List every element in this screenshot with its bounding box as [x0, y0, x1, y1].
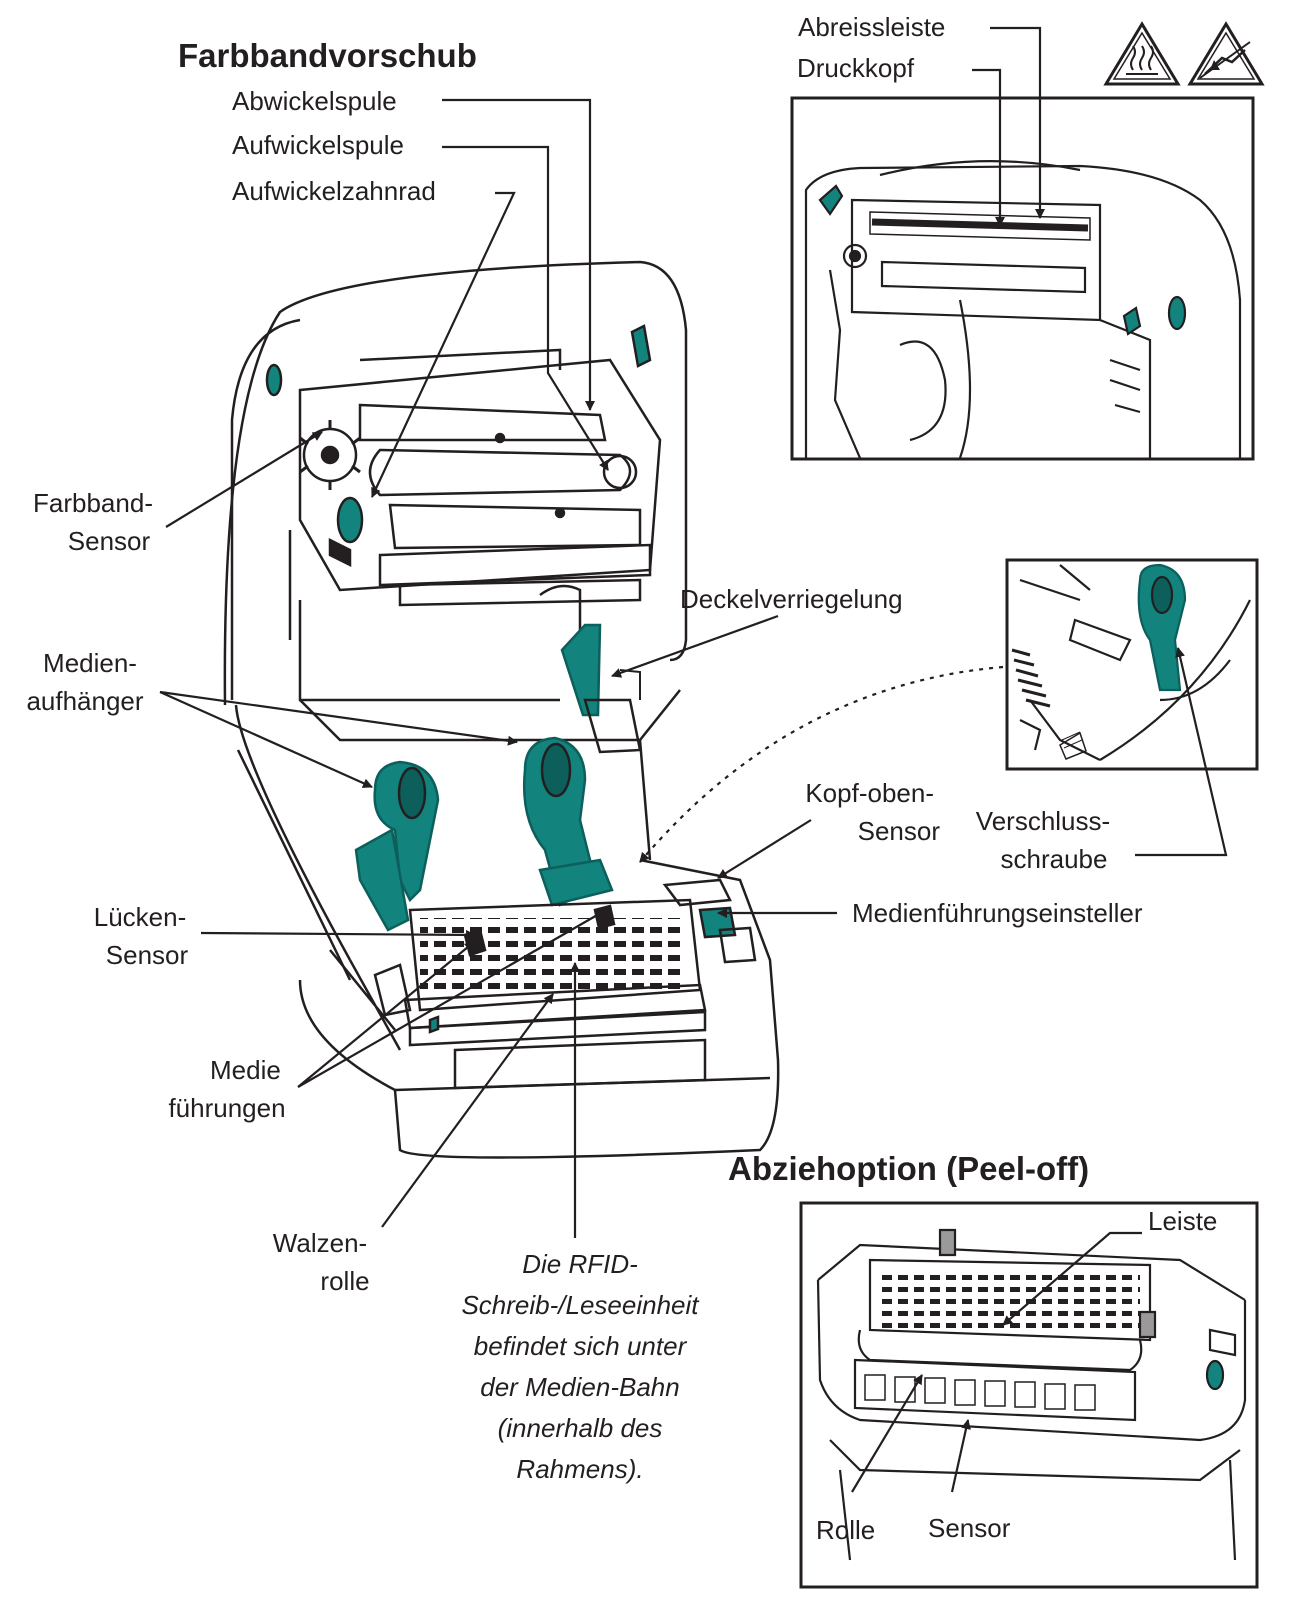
label-printhead: Druckkopf [797, 53, 915, 83]
label-supply-spindle: Abwickelspule [232, 86, 397, 116]
esd-caution-warning-icon [1187, 21, 1265, 86]
rfid-note-line: Rahmens). [516, 1454, 644, 1484]
label-media-guides-line2: führungen [168, 1093, 286, 1123]
label-bar: Leiste [1148, 1206, 1218, 1236]
label-media-hanger-line2: aufhänger [26, 686, 144, 716]
label-media-hanger: Medien- aufhänger [0, 648, 170, 716]
hot-surface-warning-icon [1103, 21, 1181, 86]
printhead-inset [790, 96, 1255, 461]
label-media-guides-line1: Medie [210, 1055, 281, 1085]
rfid-note-line: Schreib-/Leseeinheit [461, 1290, 699, 1320]
label-roller: Rolle [816, 1515, 876, 1545]
label-gap-sensor-line1: Lücken- [93, 902, 187, 932]
locking-screw-inset [1005, 558, 1259, 771]
label-head-up-sensor-line2: Sensor [857, 816, 940, 846]
rfid-note-line: (innerhalb des [497, 1413, 663, 1443]
label-sensor: Sensor [928, 1513, 1011, 1543]
label-media-guide-adjuster: Medienführungseinsteller [852, 898, 1143, 928]
rfid-note: Die RFID- Schreib-/Leseeinheit befindet … [420, 1244, 740, 1490]
rfid-note-line: der Medien-Bahn [480, 1372, 680, 1402]
label-media-hanger-line1: Medien- [43, 648, 137, 678]
heading-ribbon-feed: Farbbandvorschub [178, 37, 477, 74]
rfid-note-line: befindet sich unter [473, 1331, 687, 1361]
label-head-up-sensor: Kopf-oben- Sensor [760, 778, 940, 846]
label-head-up-sensor-line1: Kopf-oben- [805, 778, 934, 808]
label-platen-roller-line2: rolle [320, 1266, 370, 1296]
label-gap-sensor: Lücken- Sensor [70, 902, 210, 970]
label-takeup-spindle: Aufwickelspule [232, 130, 404, 160]
label-cover-latch: Deckelverriegelung [680, 584, 903, 614]
heading-peel-off: Abziehoption (Peel-off) [728, 1150, 1090, 1187]
label-ribbon-sensor: Farbband- Sensor [0, 488, 180, 556]
label-tear-bar: Abreissleiste [798, 12, 946, 42]
label-platen-roller: Walzen- rolle [255, 1228, 385, 1296]
label-media-guides: Medie führungen [120, 1055, 300, 1123]
rfid-note-line: Die RFID- [522, 1249, 638, 1279]
label-gap-sensor-line2: Sensor [105, 940, 189, 970]
label-locking-screw-line2: schraube [1000, 844, 1108, 874]
label-locking-screw-line1: Verschluss- [975, 806, 1111, 836]
label-takeup-gear: Aufwickelzahnrad [232, 176, 436, 206]
label-ribbon-sensor-line1: Farbband- [33, 488, 153, 518]
label-locking-screw: Verschluss- schraube [950, 806, 1150, 874]
peel-off-inset [799, 1201, 1259, 1589]
label-ribbon-sensor-line2: Sensor [67, 526, 151, 556]
label-platen-roller-line1: Walzen- [272, 1228, 368, 1258]
